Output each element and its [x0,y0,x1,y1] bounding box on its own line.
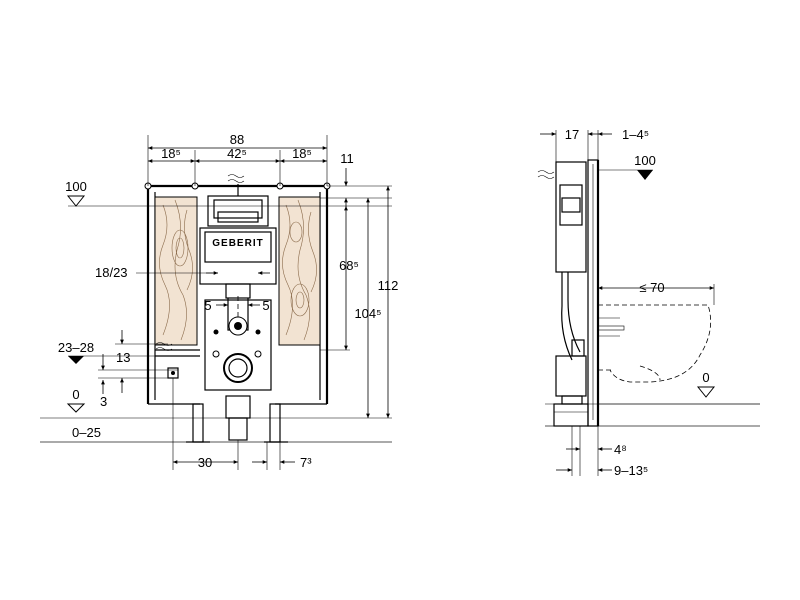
svg-text:100: 100 [65,179,87,194]
ref-level-100-front: 100 [65,179,392,207]
svg-text:0: 0 [702,370,709,385]
svg-text:3: 3 [100,394,107,409]
cistern [199,174,277,441]
dim-pipe-range: 18/23 [95,265,270,280]
svg-text:100: 100 [634,153,656,168]
svg-text:0–25: 0–25 [72,425,101,440]
svg-text:4⁸: 4⁸ [614,442,627,457]
svg-text:42⁵: 42⁵ [227,146,247,161]
dim-axis: 5 5 [204,296,270,318]
svg-text:13: 13 [116,350,130,365]
brand-logo: GEBERIT [212,238,263,249]
side-frame: ~~~~~~ [587,159,600,427]
dim-bottom: 30 7³ [172,378,312,470]
dim-heights-right: 68⁵ 104⁵ 112 [320,186,398,418]
svg-text:104⁵: 104⁵ [354,306,381,321]
front-view: GEBERIT 88 18⁵ 42⁵ 18⁵ [40,132,398,470]
side-dim-bowl: ≤ 70 [598,280,715,305]
svg-text:7³: 7³ [300,455,312,470]
left-wood-panel [154,196,198,346]
dim-drain-left: 23–28 13 3 [58,330,178,409]
side-wc-bowl [597,304,712,383]
floor-levels-front: 0 0–25 [66,387,101,440]
svg-text:~~~~~~: ~~~~~~ [594,180,600,202]
svg-text:17: 17 [565,127,579,142]
svg-text:18⁵: 18⁵ [292,146,312,161]
side-cistern [537,161,589,427]
right-wood-panel [278,196,321,346]
svg-text:1–4⁵: 1–4⁵ [622,127,649,142]
svg-text:9–13⁵: 9–13⁵ [614,463,648,478]
floor-level-side: 0 [598,370,760,405]
side-dim-top: 17 1–4⁵ [540,127,649,162]
svg-text:23–28: 23–28 [58,340,94,355]
svg-text:18/23: 18/23 [95,265,128,280]
svg-text:≤ 70: ≤ 70 [639,280,664,295]
svg-text:30: 30 [198,455,212,470]
side-dim-bottom: 4⁸ 9–13⁵ [556,426,648,478]
dim-top-segments: 18⁵ 42⁵ 18⁵ [148,146,327,186]
svg-text:11: 11 [340,151,354,166]
ref-level-100-side: 100 [598,153,656,180]
svg-text:88: 88 [230,132,244,147]
svg-text:68⁵: 68⁵ [339,258,359,273]
svg-text:18⁵: 18⁵ [161,146,181,161]
supply-connection [155,342,200,379]
svg-text:0: 0 [72,387,79,402]
dim-top-offset: 11 [327,151,392,210]
side-view: ~~~~~~ [537,127,760,478]
svg-text:5: 5 [262,298,269,313]
svg-text:112: 112 [378,278,399,293]
svg-text:5: 5 [204,298,211,313]
